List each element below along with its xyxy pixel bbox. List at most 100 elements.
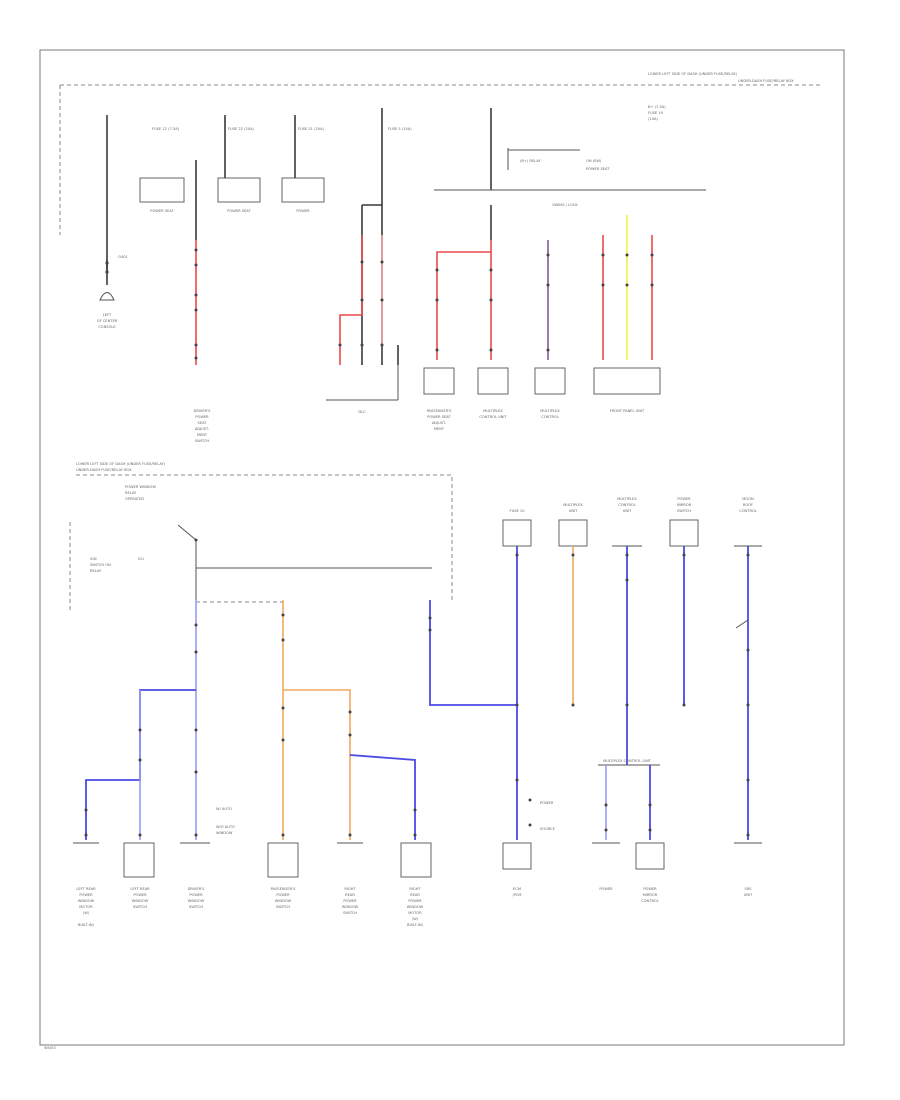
lower-right-bottom-2a: POWER xyxy=(643,887,657,891)
upper-right-note-0: B+ (7.5A) xyxy=(648,105,666,109)
svg-text:REAR: REAR xyxy=(345,893,355,897)
svg-text:POWER: POWER xyxy=(189,893,203,897)
upper-c2-2: ADJUST- xyxy=(432,421,447,425)
upper-col2-circuit: FUSE 12 (7.5A) POWER SEAT DRIVER'S POWER… xyxy=(139,127,211,443)
svg-text:MOTOR: MOTOR xyxy=(408,911,422,915)
upper-col4-circuit: FUSE 21 (20A) POWER xyxy=(281,115,325,213)
lower-header-1: UNDER-DASH FUSE/RELAY BOX xyxy=(76,468,132,472)
svg-text:RIGHT: RIGHT xyxy=(344,887,356,891)
upper-bottom-left: DLC xyxy=(358,410,366,414)
lower-right-top-2b: CONTROL xyxy=(618,503,636,507)
upper-c2-0: PASSENGER'S xyxy=(427,409,452,413)
upper-right-note-1: FUSE 19 xyxy=(648,111,664,115)
svg-text:WINDOW: WINDOW xyxy=(342,905,359,909)
lower-ign-label: IG1 xyxy=(138,557,144,561)
upper-bottom-circuits: PASSENGER'S POWER SEAT ADJUST- MENT MULT… xyxy=(423,215,661,431)
upper-col2-bottom-3: ADJUST- xyxy=(195,427,210,431)
lower-right-side-1: SOURCE xyxy=(540,827,556,831)
upper-right-line-1: ON (SW) xyxy=(586,159,602,163)
svg-text:RIGHT: RIGHT xyxy=(409,887,421,891)
upper-mid-label: SWING / LOCK xyxy=(552,203,578,207)
lower-right-top-0: FUSE 10 xyxy=(510,509,526,513)
upper-c2-1: POWER SEAT xyxy=(427,415,451,419)
svg-text:POWER: POWER xyxy=(133,893,147,897)
upper-right-note-2: (10A) xyxy=(648,117,658,121)
upper-col1-label-2: CONSOLE xyxy=(98,325,116,329)
upper-col4-box: POWER xyxy=(296,209,310,213)
lower-right-top-4c: CONTROL xyxy=(739,509,757,513)
lower-relay-2: OPERATED xyxy=(125,497,144,501)
upper-c3-0: MULTIPLEX xyxy=(483,409,503,413)
lower-right-bottom-3a: SRS xyxy=(744,887,752,891)
upper-col1-label-0: LEFT xyxy=(103,313,112,317)
upper-col1-ground-circuit: G401 LEFT OF CENTER CONSOLE xyxy=(97,115,128,329)
upper-col5-circuit: FUSE 5 (15A) DLC xyxy=(326,108,412,414)
lower-right-top-2a: MULTIPLEX xyxy=(617,497,637,501)
lower-right-bottom-0b: /PCM xyxy=(513,893,522,897)
svg-text:WINDOW: WINDOW xyxy=(78,899,95,903)
svg-text:SWITCH: SWITCH xyxy=(276,905,290,909)
svg-text:SWITCH: SWITCH xyxy=(189,905,203,909)
lower-right-top-4a: MOON xyxy=(742,497,754,501)
lower-side-note-0: W/ AUTO xyxy=(216,807,232,811)
upper-col2-bottom-5: SWITCH xyxy=(195,439,209,443)
svg-text:POWER: POWER xyxy=(343,899,357,903)
upper-col4-top: FUSE 21 (20A) xyxy=(298,127,325,131)
svg-text:REAR: REAR xyxy=(410,893,420,897)
lower-bottom-left-labels: LEFT REAR POWER WINDOW MOTOR (W/ BUILT-I… xyxy=(76,887,423,927)
lower-relay-note-0: IGN xyxy=(90,557,97,561)
upper-right-line-0: (B+) RELAY xyxy=(520,159,541,163)
svg-text:POWER: POWER xyxy=(276,893,290,897)
svg-text:MOTOR: MOTOR xyxy=(79,905,93,909)
upper-c5: FRONT PANEL UNIT xyxy=(610,409,645,413)
header-dashed-line xyxy=(59,84,820,235)
svg-text:PASSENGER'S: PASSENGER'S xyxy=(271,887,296,891)
lower-right-bottom-2b: MIRROR xyxy=(643,893,658,897)
lower-right-side-0: POWER xyxy=(540,801,554,805)
upper-col2-bottom-2: SEAT xyxy=(198,421,208,425)
svg-text:LEFT REAR: LEFT REAR xyxy=(130,887,150,891)
lower-right-top-3c: SWITCH xyxy=(677,509,691,513)
svg-text:DRIVER'S: DRIVER'S xyxy=(188,887,206,891)
header-title-2: UNDER-DASH FUSE/RELAY BOX xyxy=(738,79,794,83)
upper-col1-label-1: OF CENTER xyxy=(97,319,118,323)
upper-col3-top: FUSE 22 (20A) xyxy=(228,127,255,131)
upper-col1-connector: G401 xyxy=(118,255,128,259)
svg-text:WINDOW: WINDOW xyxy=(275,899,292,903)
upper-col3-circuit: FUSE 22 (20A) POWER SEAT xyxy=(217,115,261,213)
svg-text:(W/: (W/ xyxy=(83,911,90,915)
lower-right-top-2c: UNIT xyxy=(623,509,632,513)
lower-right-bottom-3b: UNIT xyxy=(744,893,753,897)
lower-right-circuits: FUSE 10 MULTIPLEX UNIT MULTIPLEX CONTROL… xyxy=(428,497,762,903)
lower-side-note-1: W/O AUTO xyxy=(216,825,235,829)
lower-relay-note-1: SWITCH ON xyxy=(90,563,111,567)
upper-right-line-2: POWER SEAT xyxy=(586,167,610,171)
page-id: W4/03 xyxy=(44,1046,56,1050)
svg-text:BUILT-IN): BUILT-IN) xyxy=(78,923,95,927)
svg-text:POWER: POWER xyxy=(79,893,93,897)
upper-c3-1: CONTROL UNIT xyxy=(479,415,507,419)
svg-text:SWITCH: SWITCH xyxy=(343,911,357,915)
svg-text:WINDOW: WINDOW xyxy=(188,899,205,903)
lower-left-circuits: W/ AUTO W/O AUTO WINDOW xyxy=(73,600,432,878)
lower-right-top-1a: MULTIPLEX xyxy=(563,503,583,507)
diagram-frame xyxy=(39,49,845,1046)
upper-c2-3: MENT xyxy=(434,427,445,431)
lower-right-bottom-2c: CONTROL xyxy=(641,899,659,903)
lower-relay-0: POWER WINDOW xyxy=(125,485,156,489)
header-title-1: LOWER LEFT SIDE OF DASH (UNDER FUSE/RELA… xyxy=(648,72,738,76)
lower-right-bottom-1: POWER xyxy=(599,887,613,891)
lower-right-mid-label: MULTIPLEX CONTROL UNIT xyxy=(603,759,652,763)
upper-col2-top: FUSE 12 (7.5A) xyxy=(152,127,180,131)
svg-text:POWER: POWER xyxy=(408,899,422,903)
lower-header: LOWER LEFT SIDE OF DASH (UNDER FUSE/RELA… xyxy=(69,462,453,610)
svg-text:WINDOW: WINDOW xyxy=(132,899,149,903)
svg-text:WINDOW: WINDOW xyxy=(407,905,424,909)
svg-text:BUILT-IN): BUILT-IN) xyxy=(407,923,424,927)
lower-relay-1: RELAY xyxy=(125,491,137,495)
lower-side-note-2: WINDOW xyxy=(216,831,233,835)
lower-right-top-4b: ROOF xyxy=(743,503,753,507)
upper-col2-bottom-4: MENT xyxy=(197,433,208,437)
upper-col5-top: FUSE 5 (15A) xyxy=(388,127,412,131)
